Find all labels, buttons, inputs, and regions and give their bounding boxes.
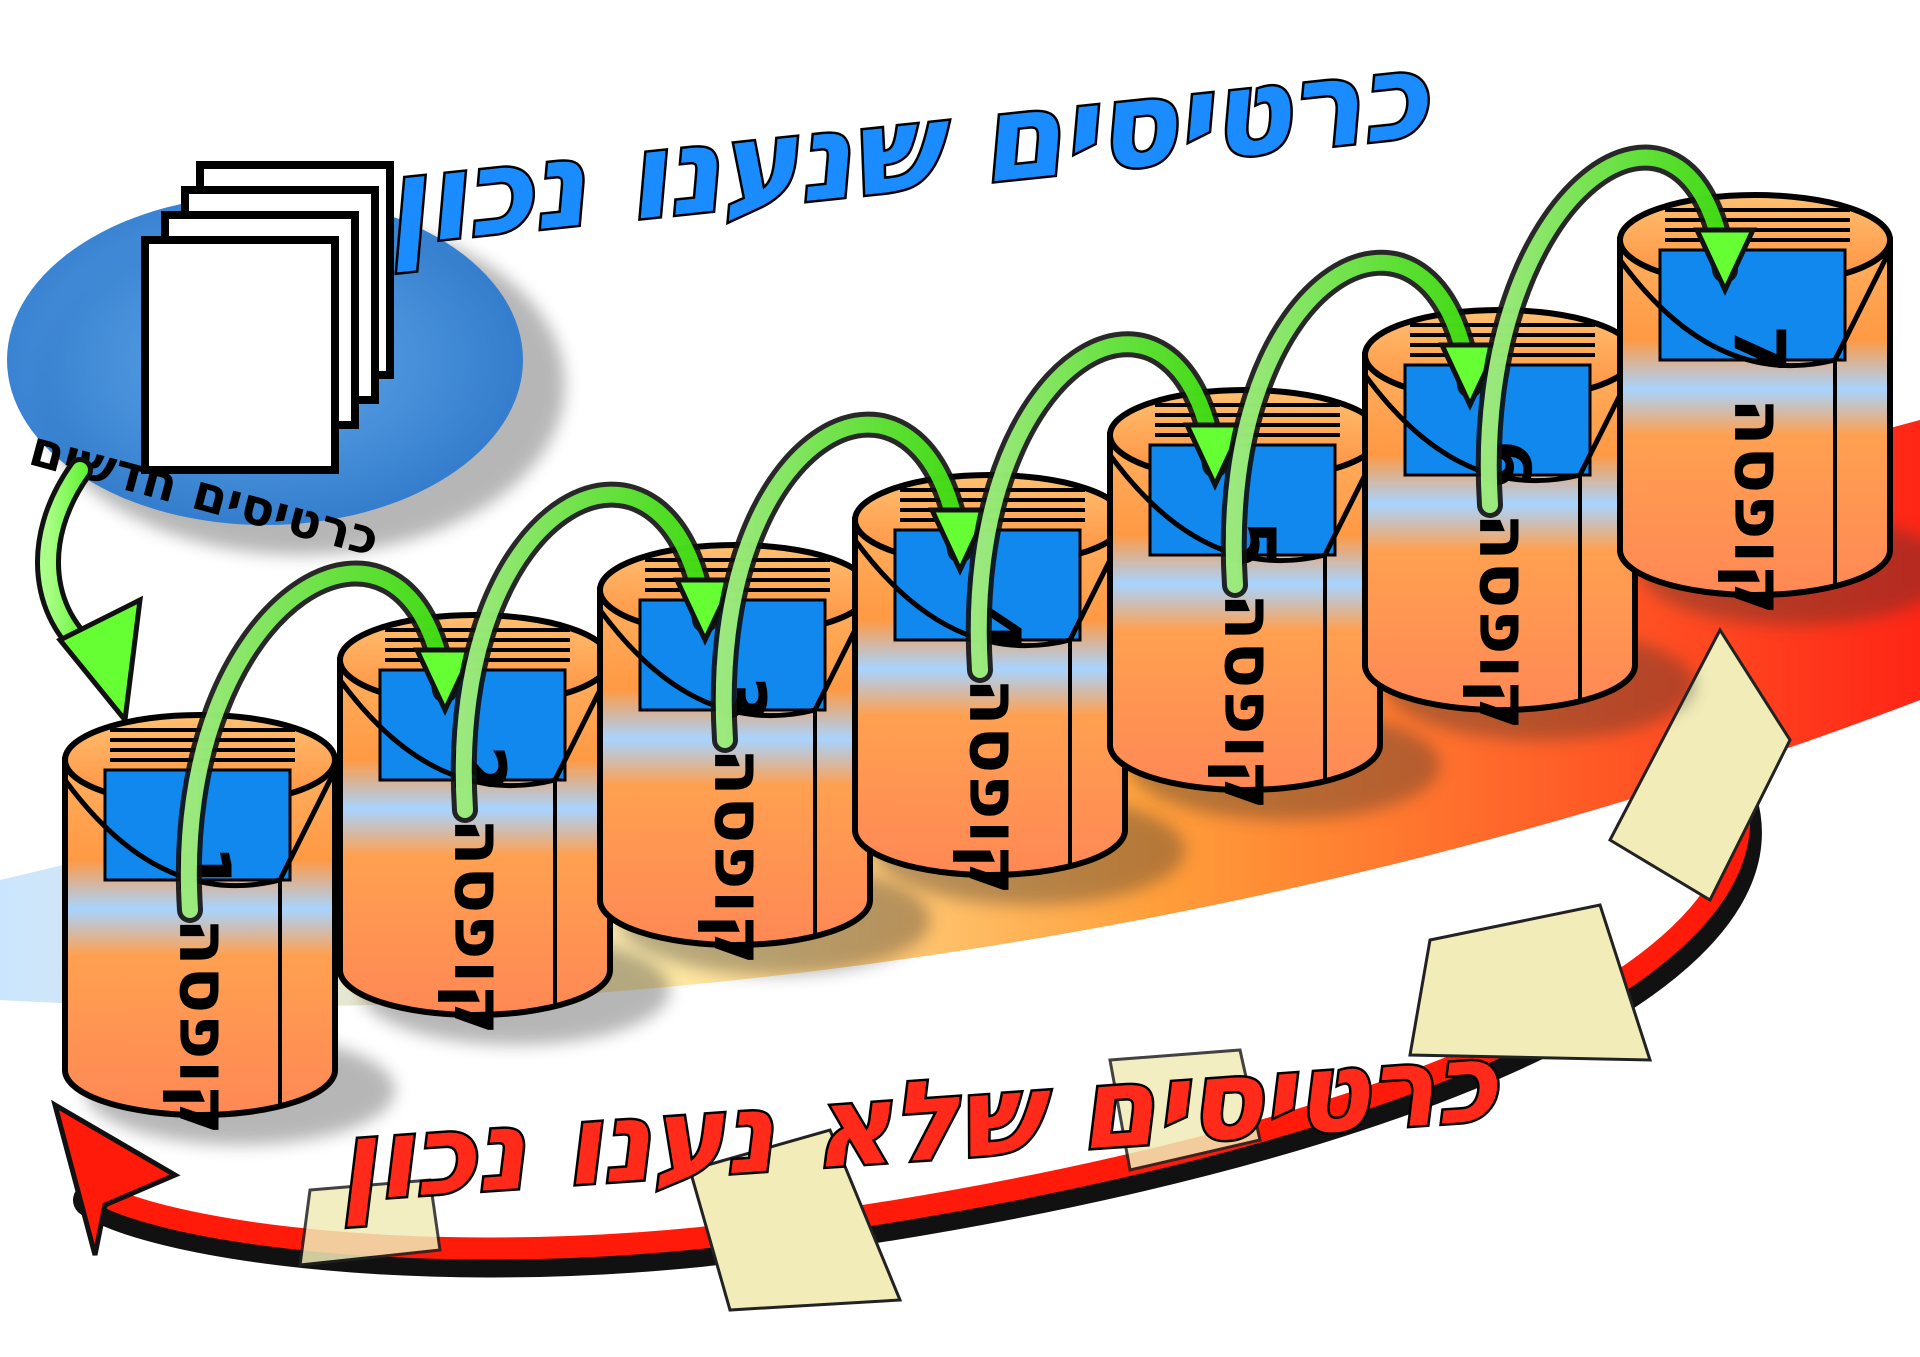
box-card-stack <box>1658 208 1850 362</box>
box-flap <box>1107 443 1383 564</box>
box-flap <box>1362 363 1638 484</box>
title-correct: כרטיסים שנענו נכון <box>378 26 1436 273</box>
new-card-arrow-head-icon <box>56 595 144 727</box>
loose-card <box>298 1178 442 1267</box>
loose-card <box>1608 627 1792 903</box>
box-flap <box>62 768 338 889</box>
card-stack-icon <box>141 161 394 474</box>
box-label: קופסה 2 <box>438 745 520 1035</box>
title-wrong: כרטיסים שלא נענו נכון <box>333 1018 1501 1227</box>
loose-cards <box>298 627 1792 1312</box>
progress-arrow <box>1220 249 1502 598</box>
box-flap <box>1617 248 1893 369</box>
box-label: קופסה 7 <box>1718 325 1800 615</box>
progress-arrows <box>175 144 1757 923</box>
box-3: קופסה 3 <box>597 542 930 975</box>
box-7: קופסה 7 <box>1617 192 1920 625</box>
box-label: קופסה 1 <box>163 845 245 1135</box>
progress-arrow <box>175 560 477 923</box>
loose-card <box>1408 903 1653 1062</box>
box-flap <box>597 598 873 719</box>
return-arrow <box>51 779 1762 1278</box>
box-label: קופסה 4 <box>953 605 1035 895</box>
box-flap <box>852 528 1128 649</box>
return-arrow-head-icon <box>51 1099 181 1256</box>
box-1: קופסה 1 <box>62 712 395 1145</box>
progress-arrow <box>710 411 992 753</box>
progress-arrow-head-icon <box>1693 227 1757 296</box>
box-label: קופסה 6 <box>1463 440 1545 730</box>
progress-arrow <box>1475 144 1757 518</box>
progress-arrow <box>965 331 1247 683</box>
box-label: קופסה 5 <box>1208 520 1290 810</box>
loose-card <box>688 1128 903 1312</box>
loose-card <box>1108 1048 1262 1172</box>
box-label: קופסה 3 <box>698 675 780 965</box>
box-flap <box>337 668 613 789</box>
progress-arrow <box>450 481 737 823</box>
